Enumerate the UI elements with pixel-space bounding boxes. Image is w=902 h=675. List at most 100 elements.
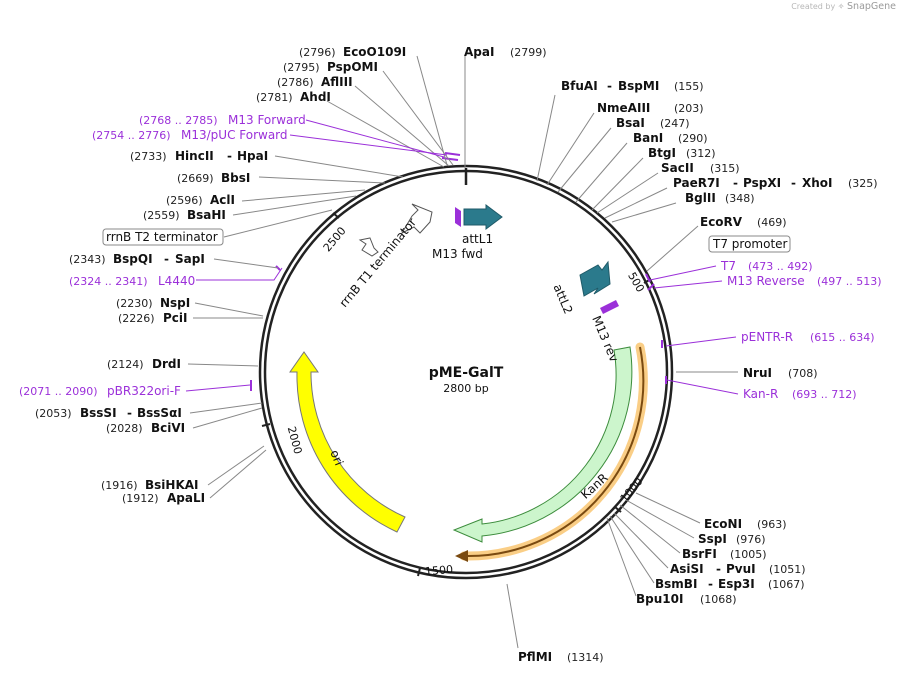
enzyme-apali[interactable]: (1912) ApaLI: [122, 491, 205, 505]
enzyme-nrui[interactable]: NruI (708): [743, 366, 818, 380]
enzyme-name: HincII: [175, 149, 214, 163]
enzyme-pos: (2343): [69, 253, 106, 266]
primer-pentr-r[interactable]: pENTR-R (615 .. 634): [741, 330, 875, 344]
brand-prefix: Created by: [791, 2, 836, 11]
enzyme-bcivi[interactable]: (2028) BciVI: [106, 421, 185, 435]
enzyme-alt: BssSαI: [137, 406, 182, 420]
enzyme-bbsi[interactable]: (2669) BbsI: [177, 171, 250, 185]
primer-range: (2071 .. 2090): [19, 385, 98, 398]
enzyme-pos: (469): [757, 216, 787, 229]
enzyme-name: PaeR7I: [673, 176, 720, 190]
enzyme-psppomi[interactable]: (2795) PspOMI: [283, 60, 378, 74]
rrnb-t2-terminator-box[interactable]: rrnB T2 terminator: [102, 228, 224, 246]
enzyme-bsssi[interactable]: (2053) BssSI - BssSαI: [35, 406, 182, 420]
primer-m13-reverse[interactable]: M13 Reverse (497 .. 513): [727, 274, 882, 288]
enzyme-pos: (1068): [700, 593, 737, 606]
enzyme-ahdi[interactable]: (2781) AhdI: [256, 90, 331, 104]
enzyme-bsai[interactable]: BsaI (247): [616, 116, 690, 130]
enzyme-nspi[interactable]: (2230) NspI: [116, 296, 190, 310]
enzyme-name: NruI: [743, 366, 772, 380]
enzyme-name: BbsI: [221, 171, 250, 185]
enzyme-paer7i[interactable]: PaeR7I - PspXI - XhoI (325): [673, 176, 878, 190]
attL1-arrow: [463, 204, 503, 230]
enzyme-pos: (2124): [107, 358, 144, 371]
enzyme-acli[interactable]: (2596) AclI: [166, 193, 235, 207]
enzyme-bsrfi[interactable]: BsrFI (1005): [682, 547, 767, 561]
plasmid-size: 2800 bp: [443, 382, 488, 395]
enzyme-bspqi[interactable]: (2343) BspQI - SapI: [69, 252, 205, 266]
enzyme-ecorv[interactable]: EcoRV (469): [700, 215, 787, 229]
enzyme-name: ApaI: [464, 45, 494, 59]
enzyme-alt: PspXI: [743, 176, 781, 190]
enzyme-name: BfuAI: [561, 79, 598, 93]
enzyme-pos: (2053): [35, 407, 72, 420]
enzyme-alt: BspMI: [618, 79, 659, 93]
enzyme-bsihkai[interactable]: (1916) BsiHKAI: [101, 478, 199, 492]
primer-range: (2768 .. 2785): [139, 114, 218, 127]
enzyme-name: BglII: [685, 191, 716, 205]
primer-t7[interactable]: T7 (473 .. 492): [720, 259, 813, 273]
attL2-arrow: [579, 260, 611, 297]
enzyme-pos: (2596): [166, 194, 203, 207]
enzyme-asisi[interactable]: AsiSI - PvuI (1051): [670, 562, 806, 576]
enzyme-name: EcoRV: [700, 215, 743, 229]
enzyme-bsahi[interactable]: (2559) BsaHI: [143, 208, 226, 222]
enzyme-pos: (247): [660, 117, 690, 130]
enzyme-alt: SapI: [175, 252, 205, 266]
enzyme-name: PspOMI: [327, 60, 378, 74]
primer-name: L4440: [158, 274, 195, 288]
enzyme-drdi[interactable]: (2124) DrdI: [107, 357, 181, 371]
primer-kan-r[interactable]: Kan-R (693 .. 712): [743, 387, 857, 401]
primer-range: (615 .. 634): [810, 331, 875, 344]
enzyme-bpu10i[interactable]: Bpu10I (1068): [636, 592, 737, 606]
enzyme-name: BsmBI: [655, 577, 697, 591]
enzyme-pos: (1005): [730, 548, 767, 561]
primer-name: M13/pUC Forward: [181, 128, 288, 142]
enzyme-name: BtgI: [648, 146, 676, 160]
enzyme-afliii[interactable]: (2786) AflIII: [277, 75, 353, 89]
m13rev-primer-mark: [600, 300, 619, 314]
enzyme-name: BsaHI: [187, 208, 226, 222]
primer-range: (497 .. 513): [817, 275, 882, 288]
rrnb-t2-terminator-label: rrnB T2 terminator: [106, 230, 218, 244]
enzyme-nmeaiii[interactable]: NmeAIII (203): [597, 101, 704, 115]
snapgene-logo-icon: ✧: [837, 2, 845, 11]
enzyme-pcii[interactable]: (2226) PciI: [118, 311, 188, 325]
enzyme-sspi[interactable]: SspI (976): [698, 532, 766, 546]
enzyme-pos: (2733): [130, 150, 167, 163]
enzyme-apai[interactable]: ApaI (2799): [464, 45, 547, 59]
tick-1500: 1500: [425, 563, 454, 578]
enzyme-pos: (312): [686, 147, 716, 160]
enzyme-alt: Esp3I: [718, 577, 755, 591]
enzyme-name: BciVI: [151, 421, 185, 435]
primer-range: (693 .. 712): [792, 388, 857, 401]
enzyme-hincii[interactable]: (2733) HincII - HpaI: [130, 149, 268, 163]
backbone-outer: [258, 164, 674, 580]
enzyme-pos: (1912): [122, 492, 159, 505]
enzyme-ecoo109i[interactable]: (2796) EcoO109I: [299, 45, 406, 59]
primer-pbr322ori-f[interactable]: (2071 .. 2090) pBR322ori-F: [19, 384, 181, 398]
primer-m13-puc-forward[interactable]: (2754 .. 2776) M13/pUC Forward: [92, 128, 288, 142]
enzyme-pos: (708): [788, 367, 818, 380]
enzyme-econi[interactable]: EcoNI (963): [704, 517, 787, 531]
enzyme-bani[interactable]: BanI (290): [633, 131, 708, 145]
enzyme-bglii[interactable]: BglII (348): [685, 191, 755, 205]
enzyme-pos: (290): [678, 132, 708, 145]
enzyme-btgi[interactable]: BtgI (312): [648, 146, 716, 160]
enzyme-name: BssSI: [80, 406, 117, 420]
enzyme-bsmbi[interactable]: BsmBI - Esp3I (1067): [655, 577, 805, 591]
enzyme-sacii[interactable]: SacII (315): [661, 161, 740, 175]
enzyme-pflmi[interactable]: PflMI (1314): [518, 650, 604, 664]
primer-name: pENTR-R: [741, 330, 793, 344]
enzyme-pos: (963): [757, 518, 787, 531]
enzyme-name: EcoO109I: [343, 45, 406, 59]
enzyme-name: BanI: [633, 131, 663, 145]
t7-promoter-box[interactable]: T7 promoter: [708, 235, 791, 253]
primer-leader-lines: [185, 119, 739, 395]
enzyme-bfuai[interactable]: BfuAI - BspMI (155): [561, 79, 704, 93]
enzyme-name: SspI: [698, 532, 727, 546]
primer-m13-forward[interactable]: (2768 .. 2785) M13 Forward: [139, 113, 306, 127]
attL2-label: attL2: [550, 282, 575, 316]
primer-l4440[interactable]: (2324 .. 2341) L4440: [69, 274, 195, 288]
primer-name: pBR322ori-F: [107, 384, 181, 398]
